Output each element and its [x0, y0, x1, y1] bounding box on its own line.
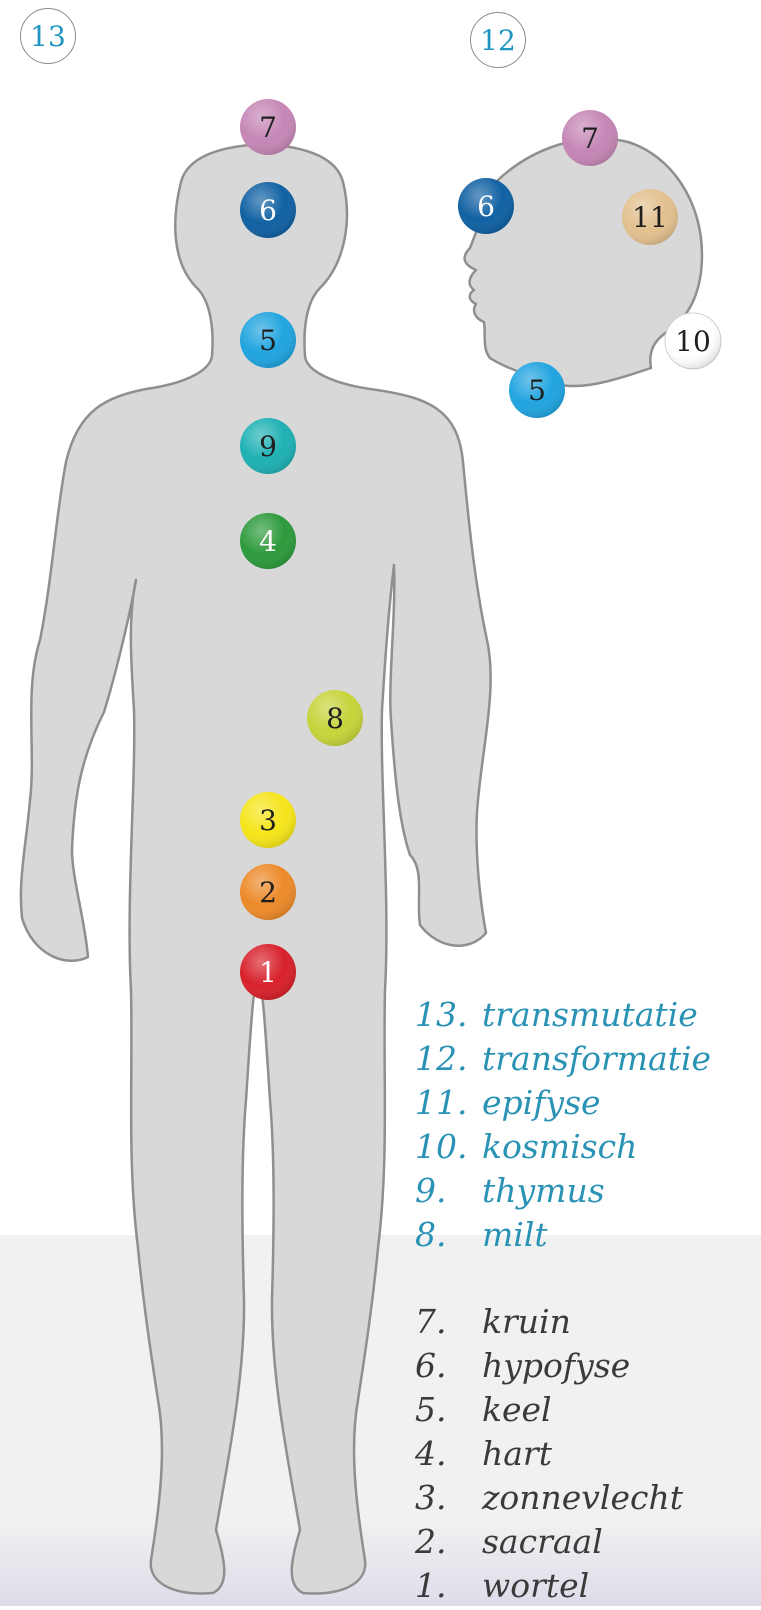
legend-label: epifyse	[482, 1083, 601, 1122]
marker-label: 7	[581, 122, 599, 155]
legend-label: kosmisch	[482, 1127, 637, 1166]
legend-label: hart	[482, 1434, 552, 1473]
legend-label: milt	[482, 1215, 548, 1254]
legend-number: 1.	[415, 1566, 447, 1605]
legend-number: 13.	[415, 995, 467, 1034]
head-marker-10: 10	[665, 313, 721, 369]
body-marker-3: 3	[240, 792, 296, 848]
marker-label: 1	[259, 956, 277, 989]
legend-label: transmutatie	[482, 995, 698, 1034]
legend-number: 9.	[415, 1171, 447, 1210]
head-marker-5: 5	[509, 362, 565, 418]
head-marker-7: 7	[562, 110, 618, 166]
legend-number: 7.	[415, 1302, 447, 1341]
body-marker-4: 4	[240, 513, 296, 569]
legend-number: 4.	[415, 1434, 447, 1473]
marker-label: 11	[632, 201, 668, 234]
legend-label: wortel	[482, 1566, 589, 1605]
legend-number: 11.	[415, 1083, 467, 1122]
legend-number: 2.	[415, 1522, 447, 1561]
body-marker-5: 5	[240, 312, 296, 368]
body-marker-9: 9	[240, 418, 296, 474]
marker-label: 9	[259, 430, 277, 463]
marker-label: 7	[259, 111, 277, 144]
legend-number: 5.	[415, 1390, 447, 1429]
legend-number: 3.	[415, 1478, 447, 1517]
marker-label: 6	[477, 190, 495, 223]
marker-label: 3	[259, 804, 277, 837]
marker-label: 5	[528, 374, 546, 407]
marker-label: 4	[259, 525, 277, 558]
legend-label: transformatie	[482, 1039, 711, 1078]
legend-number: 12.	[415, 1039, 467, 1078]
legend-label: zonnevlecht	[482, 1478, 683, 1517]
body-marker-6: 6	[240, 182, 296, 238]
head-marker-6: 6	[458, 178, 514, 234]
legend-number: 6.	[415, 1346, 447, 1385]
marker-label: 6	[259, 194, 277, 227]
legend-label: hypofyse	[482, 1346, 630, 1385]
marker-label: 10	[675, 325, 711, 358]
badge-12: 12	[470, 12, 526, 68]
body-marker-2: 2	[240, 864, 296, 920]
badge-13: 13	[20, 8, 76, 64]
legend-number: 8.	[415, 1215, 447, 1254]
marker-label: 5	[259, 324, 277, 357]
legend-label: kruin	[482, 1302, 571, 1341]
legend-label: thymus	[482, 1171, 605, 1210]
body-marker-8: 8	[307, 690, 363, 746]
marker-label: 8	[326, 702, 344, 735]
legend-label: sacraal	[482, 1522, 603, 1561]
legend-label: keel	[482, 1390, 552, 1429]
legend-number: 10.	[415, 1127, 467, 1166]
body-marker-1: 1	[240, 944, 296, 1000]
marker-label: 2	[259, 876, 277, 909]
body-marker-7: 7	[240, 99, 296, 155]
head-marker-11: 11	[622, 189, 678, 245]
